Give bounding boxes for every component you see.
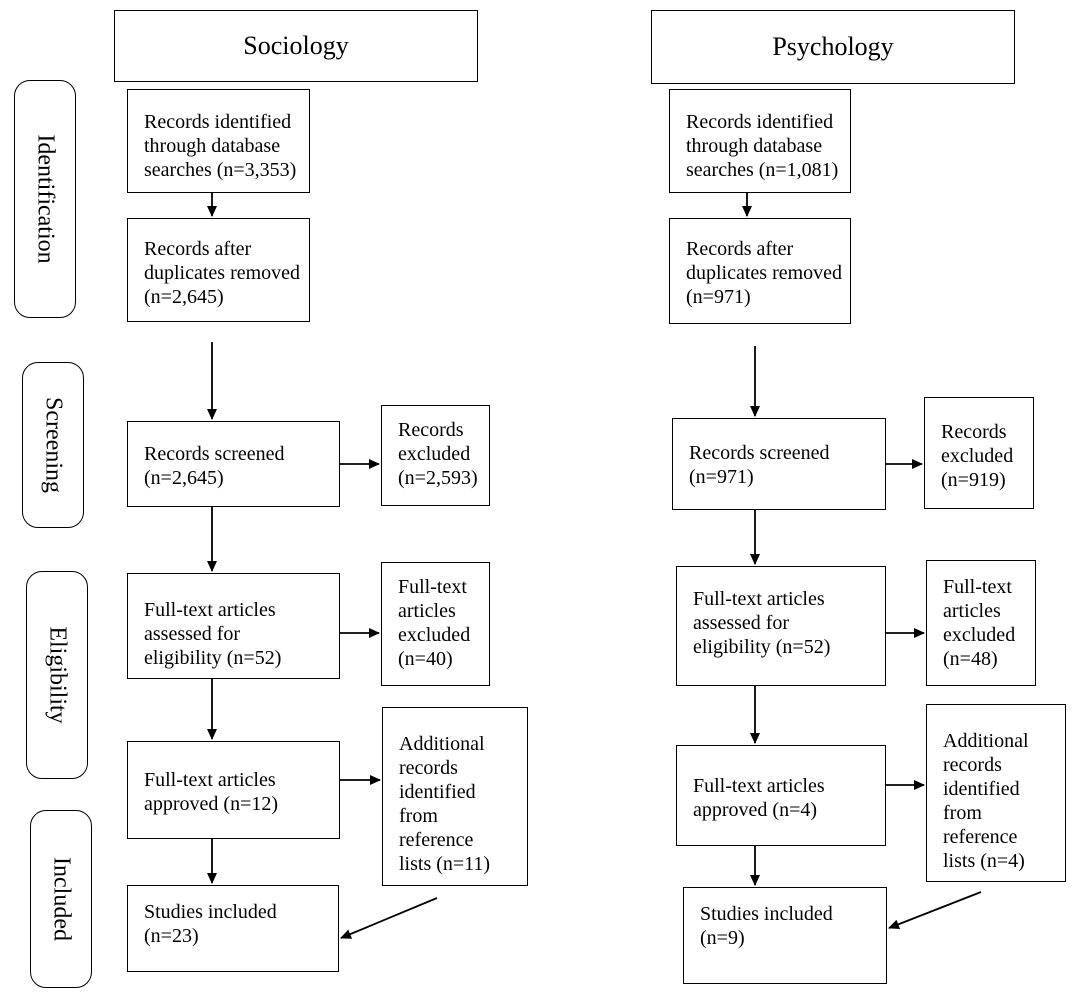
sociology-additional-box: Additional records identified from refer… bbox=[382, 707, 528, 886]
sociology-excluded-text: Records excluded (n=2,593) bbox=[398, 419, 478, 489]
sociology-approved-text: Full-text articles approved (n=12) bbox=[144, 769, 279, 815]
psychology-fulltext-assessed-box: Full-text articles assessed for eligibil… bbox=[676, 566, 886, 686]
psychology-fulltext-excluded-box: Full-text articles excluded (n=48) bbox=[926, 560, 1036, 686]
psychology-included-text: Studies included (n=9) bbox=[700, 903, 833, 949]
sociology-included-box: Studies included (n=23) bbox=[127, 885, 339, 972]
psychology-deduplicated-text: Records after duplicates removed (n=971) bbox=[686, 238, 843, 308]
psychology-title: Psychology bbox=[651, 10, 1015, 84]
sociology-identified-box: Records identified through database sear… bbox=[127, 89, 310, 193]
sociology-deduplicated-box: Records after duplicates removed (n=2,64… bbox=[127, 218, 310, 322]
sociology-screened-text: Records screened (n=2,645) bbox=[144, 443, 285, 489]
sociology-identified-text: Records identified through database sear… bbox=[144, 111, 297, 181]
stage-identification: Identification bbox=[14, 80, 76, 318]
psychology-excluded-text: Records excluded (n=919) bbox=[941, 421, 1014, 491]
psychology-deduplicated-box: Records after duplicates removed (n=971) bbox=[669, 218, 851, 324]
psychology-title-text: Psychology bbox=[772, 32, 894, 61]
sociology-fulltext-excluded-text: Full-text articles excluded (n=40) bbox=[398, 576, 471, 670]
psychology-approved-box: Full-text articles approved (n=4) bbox=[676, 745, 886, 846]
psychology-identified-text: Records identified through database sear… bbox=[686, 111, 839, 181]
psychology-screened-box: Records screened (n=971) bbox=[672, 418, 886, 510]
sociology-title-text: Sociology bbox=[243, 31, 349, 60]
sociology-fulltext-assessed-text: Full-text articles assessed for eligibil… bbox=[144, 599, 282, 669]
sociology-included-text: Studies included (n=23) bbox=[144, 901, 277, 947]
sociology-excluded-box: Records excluded (n=2,593) bbox=[381, 405, 490, 506]
psychology-additional-text: Additional records identified from refer… bbox=[943, 730, 1029, 872]
psychology-fulltext-assessed-text: Full-text articles assessed for eligibil… bbox=[693, 588, 831, 658]
sociology-title: Sociology bbox=[114, 10, 478, 82]
psychology-identified-box: Records identified through database sear… bbox=[669, 89, 851, 193]
sociology-arrow-additional-to-included bbox=[340, 897, 438, 939]
sociology-additional-text: Additional records identified from refer… bbox=[399, 733, 491, 875]
psychology-arrow-additional-to-included bbox=[888, 891, 982, 930]
sociology-deduplicated-text: Records after duplicates removed (n=2,64… bbox=[144, 238, 301, 308]
stage-eligibility: Eligibility bbox=[26, 571, 88, 779]
psychology-fulltext-excluded-text: Full-text articles excluded (n=48) bbox=[943, 576, 1016, 670]
psychology-additional-box: Additional records identified from refer… bbox=[926, 704, 1066, 882]
psychology-included-box: Studies included (n=9) bbox=[683, 887, 887, 984]
sociology-fulltext-assessed-box: Full-text articles assessed for eligibil… bbox=[127, 573, 340, 679]
sociology-approved-box: Full-text articles approved (n=12) bbox=[127, 741, 340, 839]
psychology-screened-text: Records screened (n=971) bbox=[689, 442, 830, 488]
sociology-screened-box: Records screened (n=2,645) bbox=[127, 421, 340, 507]
stage-screening: Screening bbox=[22, 362, 84, 528]
stage-included: Included bbox=[30, 810, 92, 988]
psychology-approved-text: Full-text articles approved (n=4) bbox=[693, 775, 825, 821]
sociology-fulltext-excluded-box: Full-text articles excluded (n=40) bbox=[381, 562, 490, 686]
psychology-excluded-box: Records excluded (n=919) bbox=[924, 397, 1034, 509]
